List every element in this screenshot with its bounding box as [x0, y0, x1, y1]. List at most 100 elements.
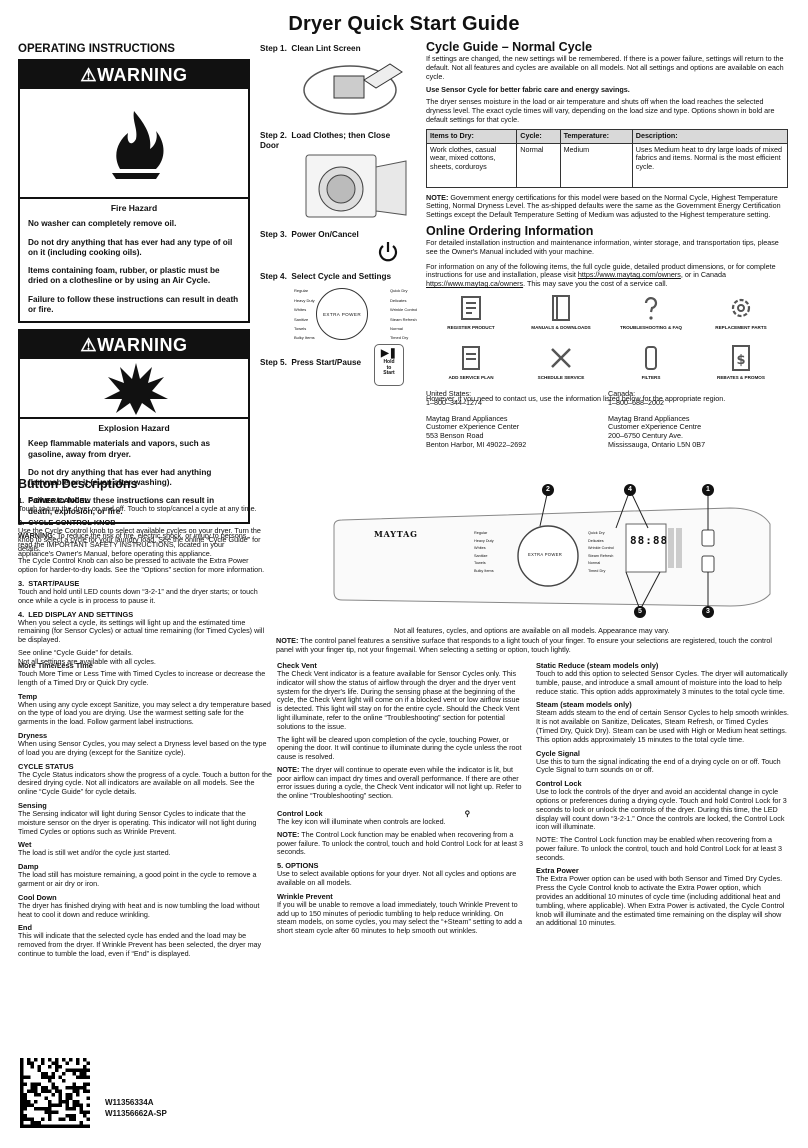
- barcode-module: [41, 1089, 45, 1093]
- barcode-module: [72, 1089, 76, 1093]
- barcode-module: [48, 1124, 52, 1128]
- fire-line: No washer can completely remove oil.: [28, 219, 177, 229]
- cycle-knob[interactable]: EXTRA POWER: [316, 288, 368, 341]
- explosion-hazard-title: Explosion Hazard: [98, 423, 170, 434]
- button-item-text: The Cycle Control Knob can also be press…: [18, 556, 265, 575]
- column-header: Description:: [631, 128, 789, 144]
- maytag-us-link[interactable]: https://www.maytag.com/owners: [577, 270, 681, 280]
- replacement-parts-link[interactable]: REPLACEMENT PARTS: [696, 293, 786, 330]
- barcode-module: [20, 1117, 24, 1121]
- barcode-module: [27, 1089, 31, 1093]
- barcode-module: [79, 1075, 83, 1079]
- troubleshooting-faq-link[interactable]: TROUBLESHOOTING & FAQ: [606, 293, 696, 330]
- panel-cycle-knob[interactable]: EXTRA POWER: [528, 552, 563, 557]
- explosion-hazard-pictogram: [20, 359, 248, 420]
- barcode-module: [48, 1103, 52, 1107]
- control-lock-note: NOTE: The Control Lock function may be e…: [277, 829, 523, 857]
- barcode-module: [20, 1089, 24, 1093]
- barcode-module: [20, 1075, 24, 1079]
- knob-cycle-label: Steam Refresh: [390, 316, 417, 322]
- barcode-module: [55, 1061, 59, 1065]
- barcode-module: [51, 1086, 55, 1090]
- barcode-module: [20, 1086, 24, 1090]
- part-number-1: W11356334A: [105, 1098, 154, 1107]
- barcode-module: [48, 1089, 52, 1093]
- setting-text: The key icon will illuminate when contro…: [277, 817, 446, 826]
- step-3: Step 3. Power On/Cancel: [260, 229, 359, 239]
- register-product-link[interactable]: REGISTER PRODUCT: [426, 293, 516, 330]
- barcode-module: [69, 1107, 73, 1111]
- barcode-module: [34, 1086, 38, 1090]
- barcode-module: [20, 1121, 24, 1125]
- barcode-module: [65, 1114, 69, 1118]
- barcode-module: [44, 1072, 48, 1076]
- warning-note: WARNING: To reduce the risk of fire, ele…: [18, 530, 249, 558]
- operating-instructions: OPERATING INSTRUCTIONS ⚠WARNING Fire Haz…: [18, 42, 250, 562]
- step-5: Step 5. Press Start/Pause: [260, 358, 362, 368]
- service-plan-icon: [462, 346, 480, 370]
- barcode-module: [55, 1068, 59, 1072]
- maytag-ca-link[interactable]: https://www.maytag.ca/owners: [426, 279, 524, 289]
- add-service-plan-link[interactable]: ADD SERVICE PLAN: [426, 343, 516, 380]
- barcode-module: [20, 1110, 24, 1114]
- start-pause-button[interactable]: ▶❚ Hold to Start: [374, 344, 404, 386]
- setting-text: Touch to add this option to selected Sen…: [536, 669, 788, 696]
- barcode-module: [48, 1117, 52, 1121]
- barcode-module: [48, 1114, 52, 1118]
- barcode-module: [20, 1072, 24, 1076]
- barcode-module: [41, 1072, 45, 1076]
- barcode-module: [34, 1093, 38, 1097]
- barcode-module: [79, 1124, 83, 1128]
- warning-triangle-icon: ⚠: [80, 65, 98, 86]
- barcode-module: [55, 1110, 59, 1114]
- contact-canada: Canada:1–800–688–2002 Maytag Brand Appli…: [608, 389, 706, 449]
- contact-intro: However, if you need to contact us, use …: [426, 394, 726, 403]
- filters-link[interactable]: FILTERS: [606, 343, 696, 380]
- button-item-title: 2. CYCLE CONTROL KNOB: [18, 518, 116, 528]
- knob-cycle-label: Delicates: [390, 297, 407, 303]
- column-header: Items to Dry:: [425, 128, 518, 144]
- setting-title: Damp: [18, 862, 39, 872]
- barcode-module: [65, 1100, 69, 1104]
- button-descriptions: Button Descriptions 1. POWER/CANCEL Touc…: [18, 477, 268, 671]
- table-header-row: Items to Dry: Cycle: Temperature: Descri…: [425, 128, 789, 144]
- callout-1: 1: [702, 484, 714, 496]
- barcode-icon: [20, 1058, 90, 1128]
- step-1: Step 1. Clean Lint Screen: [260, 44, 361, 53]
- barcode-module: [34, 1124, 38, 1128]
- button-item-text: Touch and hold until LED counts down “3-…: [18, 587, 258, 605]
- barcode-module: [20, 1061, 24, 1065]
- setting-title: More Time/Less Time: [18, 661, 93, 670]
- key-icon: ⚲: [464, 808, 471, 818]
- barcode-module: [44, 1075, 48, 1079]
- barcode-module: [76, 1100, 80, 1104]
- barcode-module: [86, 1117, 90, 1121]
- online-ordering-heading: Online Ordering Information: [426, 223, 594, 238]
- barcode-module: [37, 1068, 41, 1072]
- setting-text: The light will be cleared upon completio…: [277, 734, 522, 762]
- barcode-module: [86, 1061, 90, 1065]
- contact-us: United States:1–800–344–1274 Maytag Bran…: [426, 389, 527, 449]
- barcode-module: [58, 1093, 62, 1097]
- manuals-downloads-link[interactable]: MANUALS & DOWNLOADS: [516, 293, 606, 330]
- barcode-module: [76, 1124, 80, 1128]
- callout-2: 2: [542, 484, 554, 496]
- barcode-module: [62, 1058, 66, 1062]
- control-panel-outline: [333, 489, 771, 611]
- setting-title: Wet: [18, 840, 32, 850]
- barcode-module: [76, 1093, 80, 1097]
- setting-text: NOTE: The Control Lock function may be e…: [536, 835, 782, 862]
- schedule-service-link[interactable]: SCHEDULE SERVICE: [516, 343, 606, 380]
- barcode-module: [51, 1082, 55, 1086]
- barcode-module: [69, 1114, 73, 1118]
- online-icons-grid: REGISTER PRODUCT MANUALS & DOWNLOADS TRO…: [426, 293, 788, 393]
- barcode-module: [48, 1079, 52, 1083]
- barcode-module: [86, 1089, 90, 1093]
- warning-banner: ⚠WARNING: [20, 331, 248, 360]
- rebates-promos-link[interactable]: $ REBATES & PROMOS: [696, 343, 786, 380]
- barcode-module: [20, 1114, 24, 1118]
- button-item-title: 3. START/PAUSE: [18, 579, 80, 588]
- barcode-module: [44, 1124, 48, 1128]
- setting-title: Cool Down: [18, 892, 57, 902]
